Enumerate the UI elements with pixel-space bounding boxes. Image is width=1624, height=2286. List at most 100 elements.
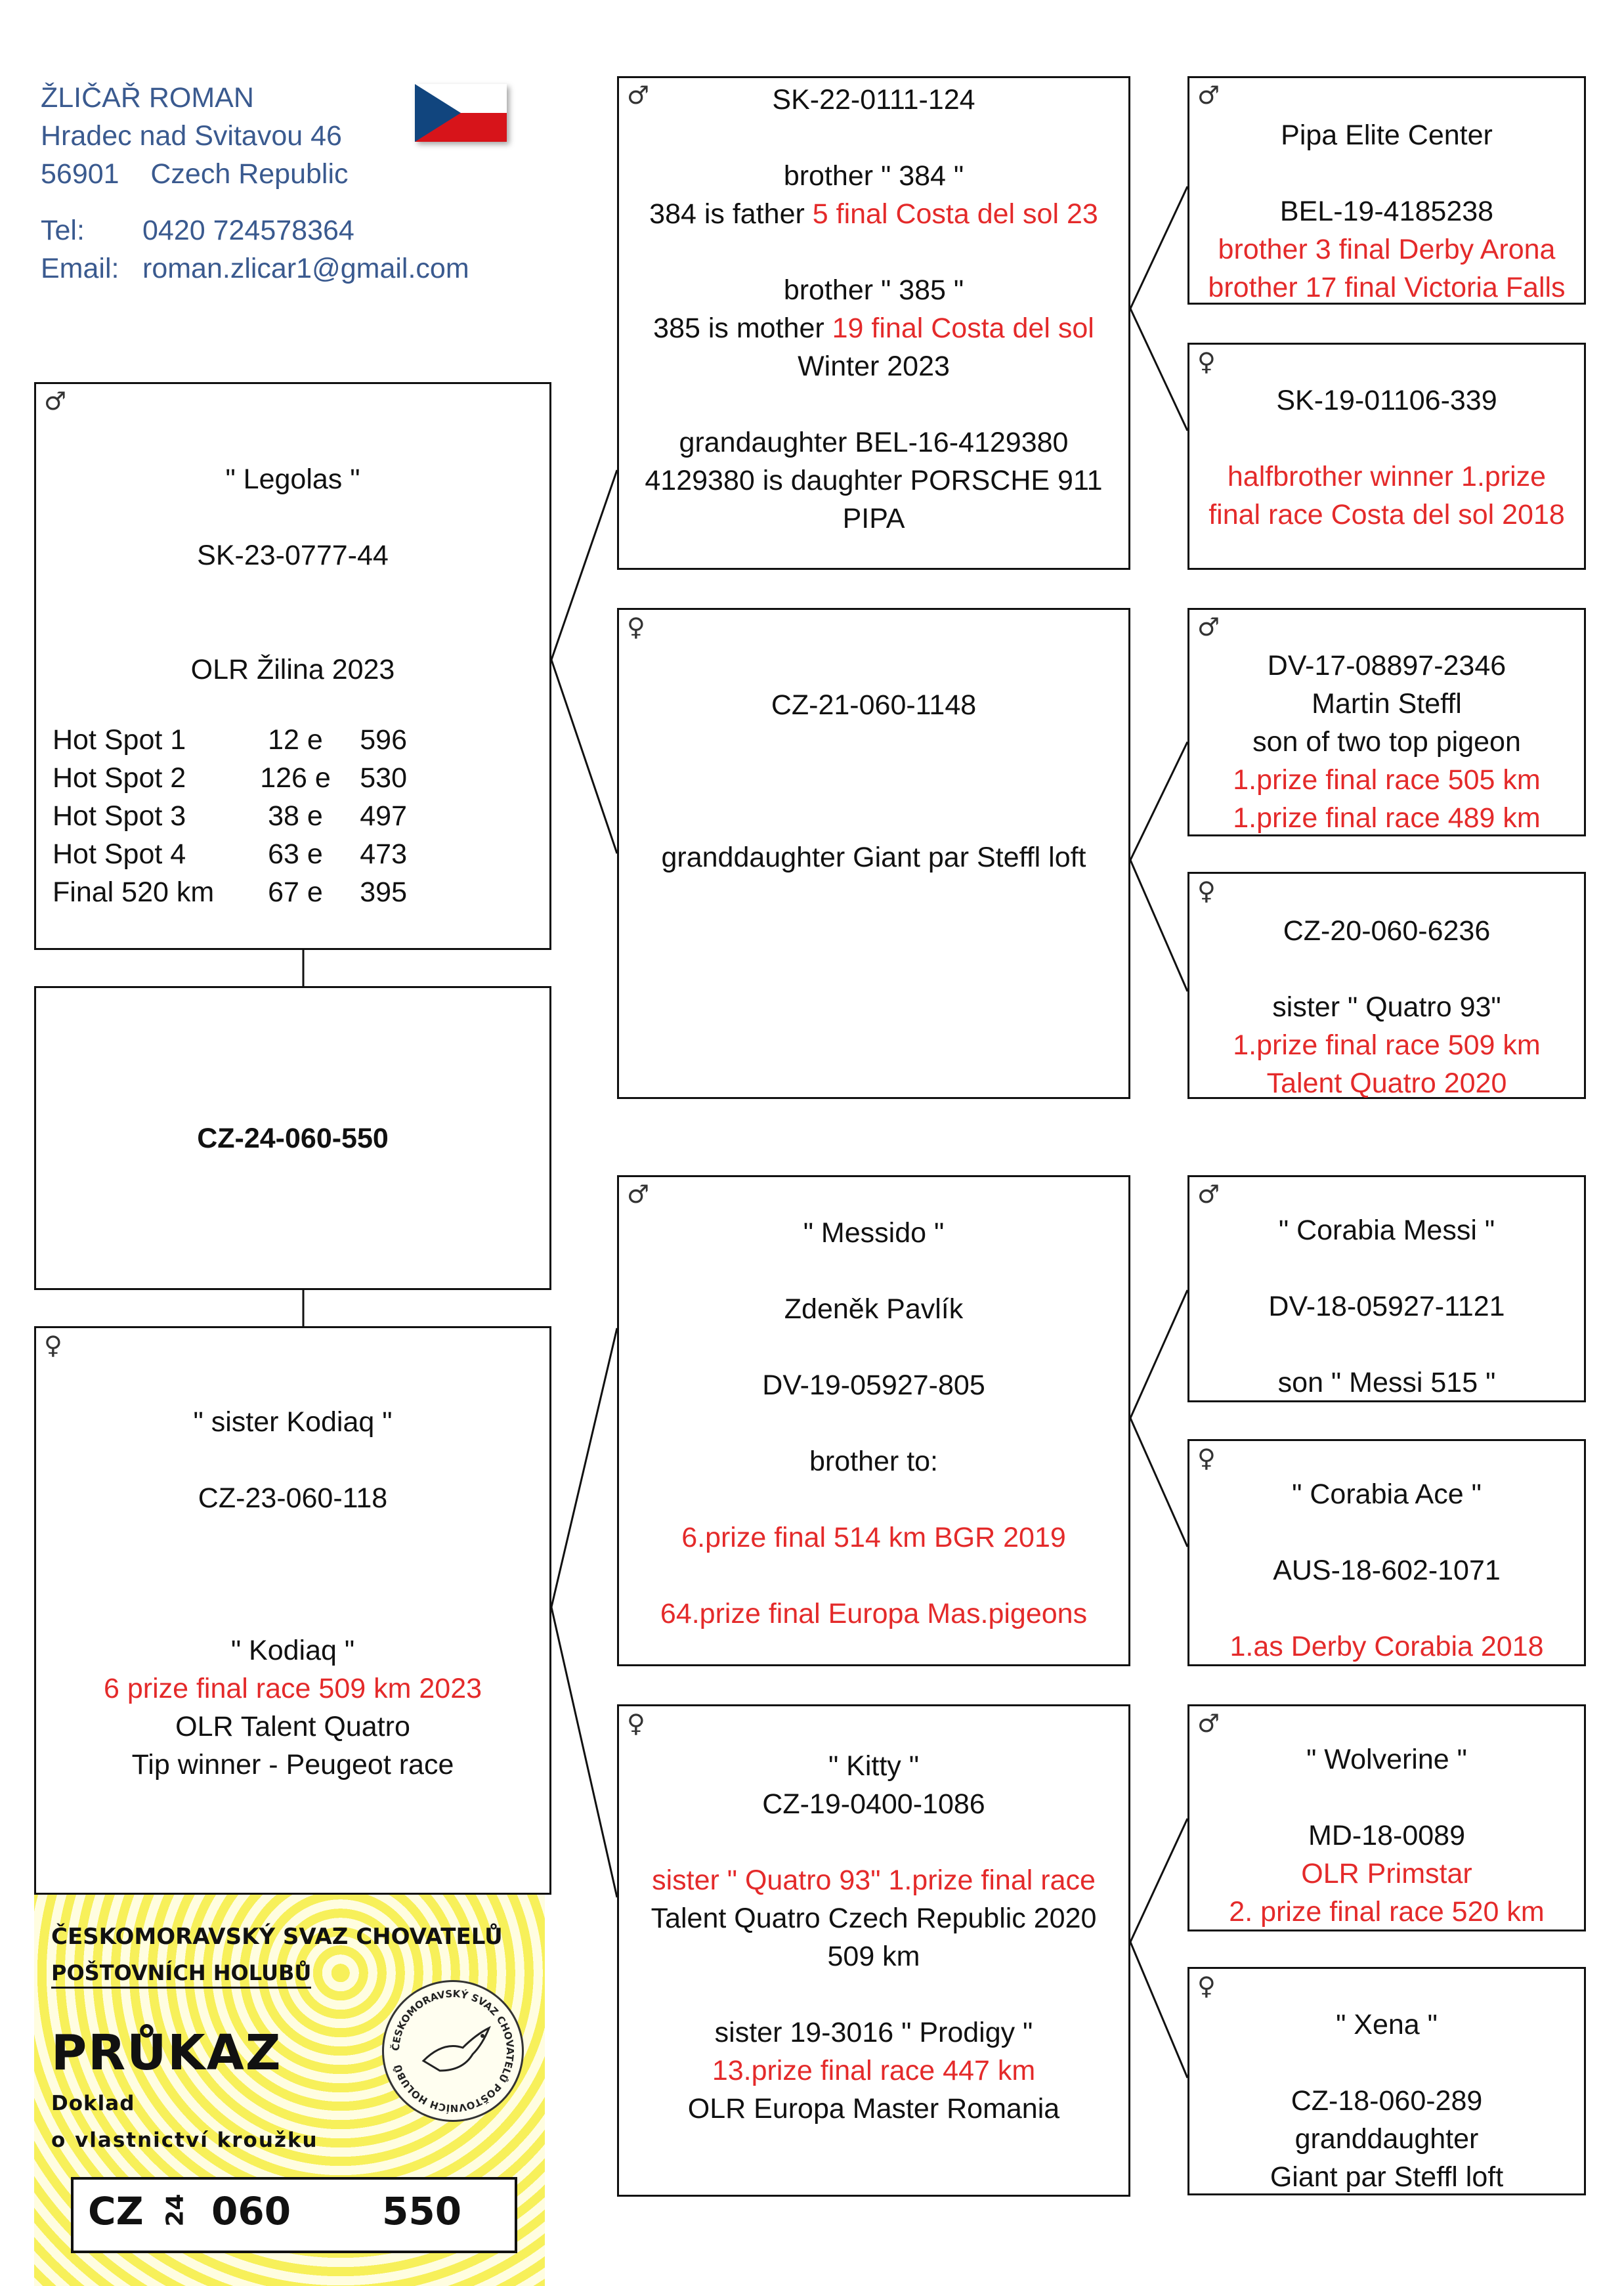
ggp1-box: ♂ Pipa Elite Center BEL-19-4185238 broth… xyxy=(1187,76,1586,305)
male-icon: ♂ xyxy=(1197,613,1220,641)
result-points: 473 xyxy=(341,835,407,873)
ggp3-box: ♂ DV-17-08897-2346 Martin Steffl son of … xyxy=(1187,608,1586,836)
gp1-line: brother " 385 " xyxy=(619,271,1128,309)
grandsire-maternal-box: ♂ " Messido " Zdeněk Pavlík DV-19-05927-… xyxy=(617,1175,1130,1666)
card-org-line1: ČESKOMORAVSKÝ SVAZ CHOVATELŮ xyxy=(51,1924,503,1950)
gp1-ring: SK-22-0111-124 xyxy=(619,81,1128,119)
ggp7-ring: MD-18-0089 xyxy=(1189,1817,1584,1855)
male-icon: ♂ xyxy=(44,387,66,416)
sire-name: " Legolas " xyxy=(36,460,549,498)
result-race: Final 520 km xyxy=(53,873,249,911)
male-icon: ♂ xyxy=(1197,1709,1220,1738)
gp4-name: " Kitty " xyxy=(619,1747,1128,1785)
ggp5-box: ♂ " Corabia Messi " DV-18-05927-1121 son… xyxy=(1187,1175,1586,1402)
ggp7-name: " Wolverine " xyxy=(1189,1740,1584,1779)
female-icon: ♀ xyxy=(1197,1972,1216,2000)
ggp4-line: Talent Quatro 2020 xyxy=(1189,1064,1584,1102)
ggp2-line: final race Costa del sol 2018 xyxy=(1189,496,1584,534)
ggp2-box: ♀ SK-19-01106-339 halfbrother winner 1.p… xyxy=(1187,343,1586,570)
gp4-line: Talent Quatro Czech Republic 2020 xyxy=(619,1899,1128,1937)
ring-ownership-card: ČESKOMORAVSKÝ SVAZ CHOVATELŮ POŠTOVNÍCH … xyxy=(34,1895,545,2286)
dam-sibling-event: OLR Talent Quatro xyxy=(36,1708,549,1746)
card-subtitle-1: Doklad xyxy=(51,2092,135,2115)
sire-ring: SK-23-0777-44 xyxy=(36,536,549,574)
granddam-maternal-box: ♀ " Kitty " CZ-19-0400-1086 sister " Qua… xyxy=(617,1704,1130,2197)
ggp6-box: ♀ " Corabia Ace " AUS-18-602-1071 1.as D… xyxy=(1187,1439,1586,1666)
ggp8-ring: CZ-18-060-289 xyxy=(1189,2082,1584,2120)
female-icon: ♀ xyxy=(44,1331,62,1360)
ggp5-line: son " Messi 515 " xyxy=(1189,1364,1584,1402)
result-row: Hot Spot 2126 e530 xyxy=(53,759,407,797)
ggp8-box: ♀ " Xena " CZ-18-060-289 granddaughter G… xyxy=(1187,1967,1586,2195)
ggp3-ring: DV-17-08897-2346 xyxy=(1189,647,1584,685)
pigeon-icon xyxy=(423,2028,489,2071)
gp4-line: 509 km xyxy=(619,1937,1128,1975)
female-icon: ♀ xyxy=(1197,1444,1216,1473)
card-org-line2: POŠTOVNÍCH HOLUBŮ xyxy=(51,1960,311,1989)
gp1-line: 4129380 is daughter PORSCHE 911 xyxy=(619,462,1128,500)
ggp8-line: granddaughter xyxy=(1189,2120,1584,2158)
ring-number-field: CZ 24 060 550 xyxy=(71,2177,517,2253)
ggp7-line: OLR Primstar xyxy=(1189,1855,1584,1893)
result-place: 38 e xyxy=(249,797,341,835)
gp4-line: OLR Europa Master Romania xyxy=(619,2090,1128,2128)
female-icon: ♀ xyxy=(1197,876,1216,905)
result-place: 67 e xyxy=(249,873,341,911)
dam-box: ♀ " sister Kodiaq " CZ-23-060-118 " Kodi… xyxy=(34,1326,551,1895)
gp3-name: " Messido " xyxy=(619,1214,1128,1252)
gp2-note: granddaughter Giant par Steffl loft xyxy=(619,838,1128,876)
gp1-line: PIPA xyxy=(619,500,1128,538)
female-icon: ♀ xyxy=(627,1709,645,1738)
gp1-line: Winter 2023 xyxy=(619,347,1128,385)
dam-name: " sister Kodiaq " xyxy=(36,1403,549,1441)
granddam-paternal-box: ♀ CZ-21-060-1148 granddaughter Giant par… xyxy=(617,608,1130,1099)
subject-box: CZ-24-060-550 xyxy=(34,986,551,1290)
gp4-ring: CZ-19-0400-1086 xyxy=(619,1785,1128,1823)
ggp1-line: brother 17 final Victoria Falls xyxy=(1189,269,1584,307)
gp1-line: 384 is father 5 final Costa del sol 23 xyxy=(619,195,1128,233)
ggp8-name: " Xena " xyxy=(1189,2006,1584,2044)
ggp3-breeder: Martin Steffl xyxy=(1189,685,1584,723)
ring-org: 060 xyxy=(211,2189,291,2233)
ring-number: 550 xyxy=(382,2189,461,2233)
dam-ring: CZ-23-060-118 xyxy=(36,1479,549,1517)
male-icon: ♂ xyxy=(1197,81,1220,110)
gp2-ring: CZ-21-060-1148 xyxy=(619,686,1128,724)
ring-year: 24 xyxy=(162,2193,189,2226)
ggp4-line: sister " Quatro 93" xyxy=(1189,988,1584,1026)
gp3-line: 6.prize final 514 km BGR 2019 xyxy=(619,1519,1128,1557)
gp1-line: grandaughter BEL-16-4129380 xyxy=(619,423,1128,462)
ggp6-name: " Corabia Ace " xyxy=(1189,1475,1584,1513)
female-icon: ♀ xyxy=(1197,347,1216,376)
gp3-breeder: Zdeněk Pavlík xyxy=(619,1290,1128,1328)
ggp3-line: 1.prize final race 489 km xyxy=(1189,799,1584,837)
gp3-ring: DV-19-05927-805 xyxy=(619,1366,1128,1404)
ggp7-box: ♂ " Wolverine " MD-18-0089 OLR Primstar … xyxy=(1187,1704,1586,1931)
ggp3-line: son of two top pigeon xyxy=(1189,723,1584,761)
ggp1-ring: BEL-19-4185238 xyxy=(1189,192,1584,230)
card-subtitle-2: o vlastnictví kroužku xyxy=(51,2128,318,2152)
ggp7-line: 2. prize final race 520 km xyxy=(1189,1893,1584,1931)
result-place: 63 e xyxy=(249,835,341,873)
grandsire-paternal-box: ♂ SK-22-0111-124 brother " 384 " 384 is … xyxy=(617,76,1130,570)
dam-sibling-note: Tip winner - Peugeot race xyxy=(36,1746,549,1784)
gp1-line: brother " 384 " xyxy=(619,157,1128,195)
result-race: Hot Spot 3 xyxy=(53,797,249,835)
ggp1-name: Pipa Elite Center xyxy=(1189,116,1584,154)
gp3-line: 64.prize final Europa Mas.pigeons xyxy=(619,1595,1128,1633)
association-stamp: ČESKOMORAVSKÝ SVAZ CHOVATELŮ POŠTOVNÍCH … xyxy=(382,1980,524,2122)
gp1-line: 385 is mother 19 final Costa del sol xyxy=(619,309,1128,347)
svg-text:ČESKOMORAVSKÝ SVAZ CHOVATELŮ P: ČESKOMORAVSKÝ SVAZ CHOVATELŮ POŠTOVNÍCH … xyxy=(389,1988,516,2115)
ggp4-box: ♀ CZ-20-060-6236 sister " Quatro 93" 1.p… xyxy=(1187,872,1586,1099)
ggp2-line: halfbrother winner 1.prize xyxy=(1189,458,1584,496)
ggp4-ring: CZ-20-060-6236 xyxy=(1189,912,1584,950)
result-place: 12 e xyxy=(249,721,341,759)
ggp5-ring: DV-18-05927-1121 xyxy=(1189,1287,1584,1326)
ggp2-ring: SK-19-01106-339 xyxy=(1189,381,1584,420)
result-points: 596 xyxy=(341,721,407,759)
gp4-line: sister " Quatro 93" 1.prize final race xyxy=(619,1861,1128,1899)
